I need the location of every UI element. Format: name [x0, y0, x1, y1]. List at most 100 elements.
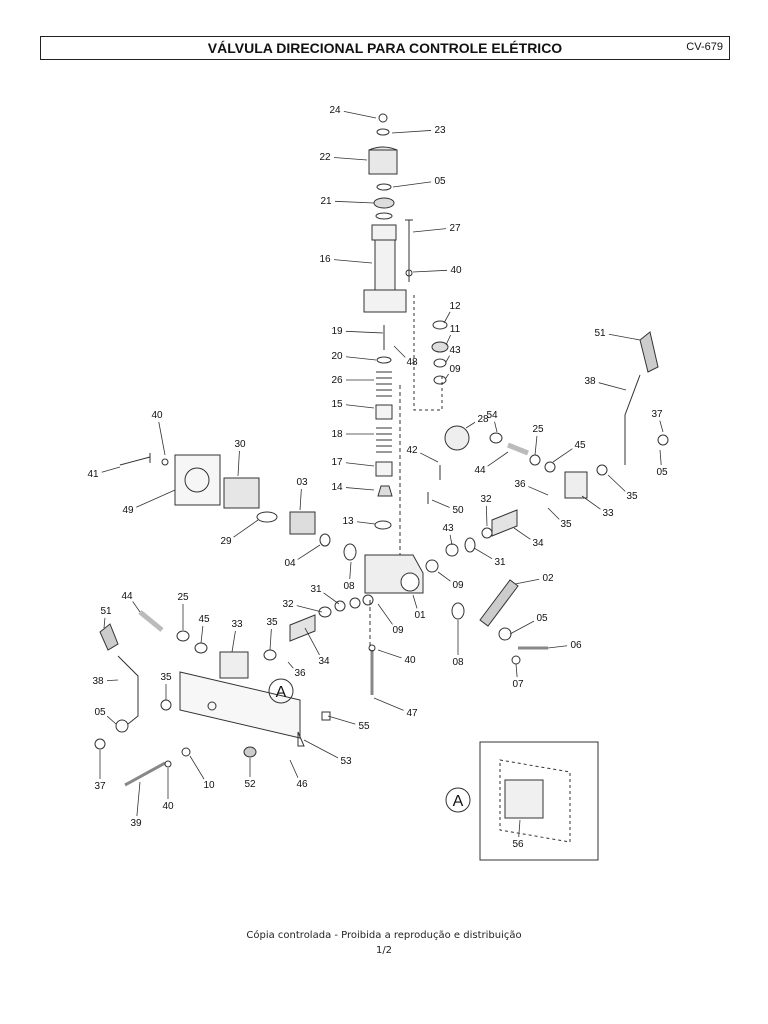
- part-nut-07: [511, 655, 521, 665]
- callout-45: 45: [574, 440, 586, 451]
- callout-03: 03: [296, 477, 308, 488]
- part-bracket-plate: [179, 671, 301, 739]
- callout-leader-23: [391, 130, 432, 134]
- part-clip-55: [321, 711, 331, 721]
- callout-25: 25: [177, 592, 189, 603]
- part-bolt-41: [119, 453, 151, 466]
- callout-50: 50: [452, 505, 464, 516]
- part-seal-12: [432, 320, 448, 330]
- callout-leader-39: [136, 781, 141, 817]
- part-seal-31-right: [464, 537, 476, 553]
- part-coil-30: [223, 477, 260, 509]
- callout-35: 35: [266, 617, 278, 628]
- callout-leader-45: [200, 625, 204, 644]
- detail-inset-frame: [479, 741, 599, 861]
- part-bracket-53: [297, 731, 305, 747]
- callout-31: 31: [310, 584, 322, 595]
- callout-leader-48: [393, 345, 406, 358]
- callout-leader-31: [323, 592, 340, 605]
- callout-leader-38: [598, 382, 627, 391]
- callout-33: 33: [231, 619, 243, 630]
- callout-49: 49: [122, 505, 134, 516]
- callout-35: 35: [626, 491, 638, 502]
- callout-15: 15: [331, 399, 343, 410]
- detail-marker-label: A: [276, 684, 287, 701]
- callout-53: 53: [340, 756, 352, 767]
- callout-leader-53: [303, 739, 339, 759]
- callout-22: 22: [319, 152, 331, 163]
- callout-leader-21: [334, 200, 375, 204]
- callout-09: 09: [449, 364, 461, 375]
- part-seal-31: [334, 600, 346, 612]
- detail-marker-circle-inset: [445, 787, 471, 813]
- callout-leader-35: [547, 507, 560, 520]
- part-handle-51-left: [99, 623, 119, 651]
- callout-leader-35: [607, 474, 626, 492]
- callout-leader-37: [659, 420, 664, 433]
- callout-leader-19: [345, 330, 384, 334]
- footer-copy-notice: Cópia controlada - Proibida a reprodução…: [246, 930, 522, 941]
- callout-44: 44: [121, 591, 133, 602]
- centerline-vertical: [369, 385, 401, 650]
- callout-leader-05: [659, 449, 662, 466]
- callout-leader-43: [445, 355, 450, 363]
- callout-leader-22: [333, 157, 368, 161]
- callout-11: 11: [450, 324, 461, 335]
- callout-12: 12: [449, 301, 461, 312]
- part-ring-20: [376, 356, 392, 364]
- callout-44: 44: [474, 465, 486, 476]
- callout-34: 34: [318, 656, 330, 667]
- callout-leader-33: [581, 495, 601, 510]
- callout-05: 05: [94, 707, 106, 718]
- footer-page-number: 1/2: [375, 945, 393, 956]
- title-block: VÁLVULA DIRECIONAL PARA CONTROLE ELÉTRIC…: [40, 36, 730, 60]
- callout-51: 51: [100, 606, 112, 617]
- part-nut-35-left: [160, 699, 172, 711]
- part-seal-45-right: [544, 461, 556, 473]
- callout-35: 35: [160, 672, 172, 683]
- callout-43: 43: [449, 345, 461, 356]
- part-seal-25-right: [529, 454, 541, 466]
- callout-07: 07: [512, 679, 524, 690]
- callout-45: 45: [198, 614, 210, 625]
- part-washer-04: [319, 533, 331, 547]
- callout-leader-45: [552, 448, 573, 463]
- callout-37: 37: [94, 781, 106, 792]
- callout-leader-29: [233, 519, 259, 538]
- callout-33: 33: [602, 508, 614, 519]
- part-gauge-28: [444, 425, 470, 451]
- part-lever-38-right: [624, 374, 641, 465]
- part-plunger-03: [289, 511, 316, 535]
- callout-40: 40: [151, 410, 163, 421]
- callout-leader-13: [356, 521, 376, 525]
- part-washer-10: [181, 747, 191, 757]
- callout-leader-11: [445, 334, 451, 346]
- callout-leader-10: [189, 755, 205, 780]
- part-seal-54: [489, 432, 503, 444]
- part-clevis-33-right: [564, 471, 588, 499]
- callout-04: 04: [284, 558, 296, 569]
- detail-marker-label-inset: A: [453, 793, 464, 810]
- callout-31: 31: [494, 557, 506, 568]
- callout-leader-09: [377, 603, 393, 625]
- callout-02: 02: [542, 573, 554, 584]
- page-title: VÁLVULA DIRECIONAL PARA CONTROLE ELÉTRIC…: [207, 40, 563, 56]
- callout-leader-24: [343, 110, 377, 119]
- callout-leader-33: [231, 630, 236, 653]
- callout-leader-47: [373, 697, 404, 711]
- part-lever-38-left: [117, 655, 139, 725]
- part-washer-08-right: [451, 602, 465, 620]
- callout-05: 05: [434, 176, 446, 187]
- callout-05: 05: [656, 467, 668, 478]
- callout-41: 41: [87, 469, 99, 480]
- part-knob: [368, 146, 398, 175]
- callout-leader-03: [299, 488, 302, 511]
- part-plate-49: [174, 454, 221, 506]
- callout-32: 32: [480, 494, 492, 505]
- callout-36: 36: [294, 668, 306, 679]
- callout-leader-36: [528, 486, 549, 496]
- callout-leader-08: [349, 561, 352, 580]
- part-nut-37-left: [94, 738, 106, 750]
- callout-leader-41: [101, 466, 121, 473]
- callout-32: 32: [282, 599, 294, 610]
